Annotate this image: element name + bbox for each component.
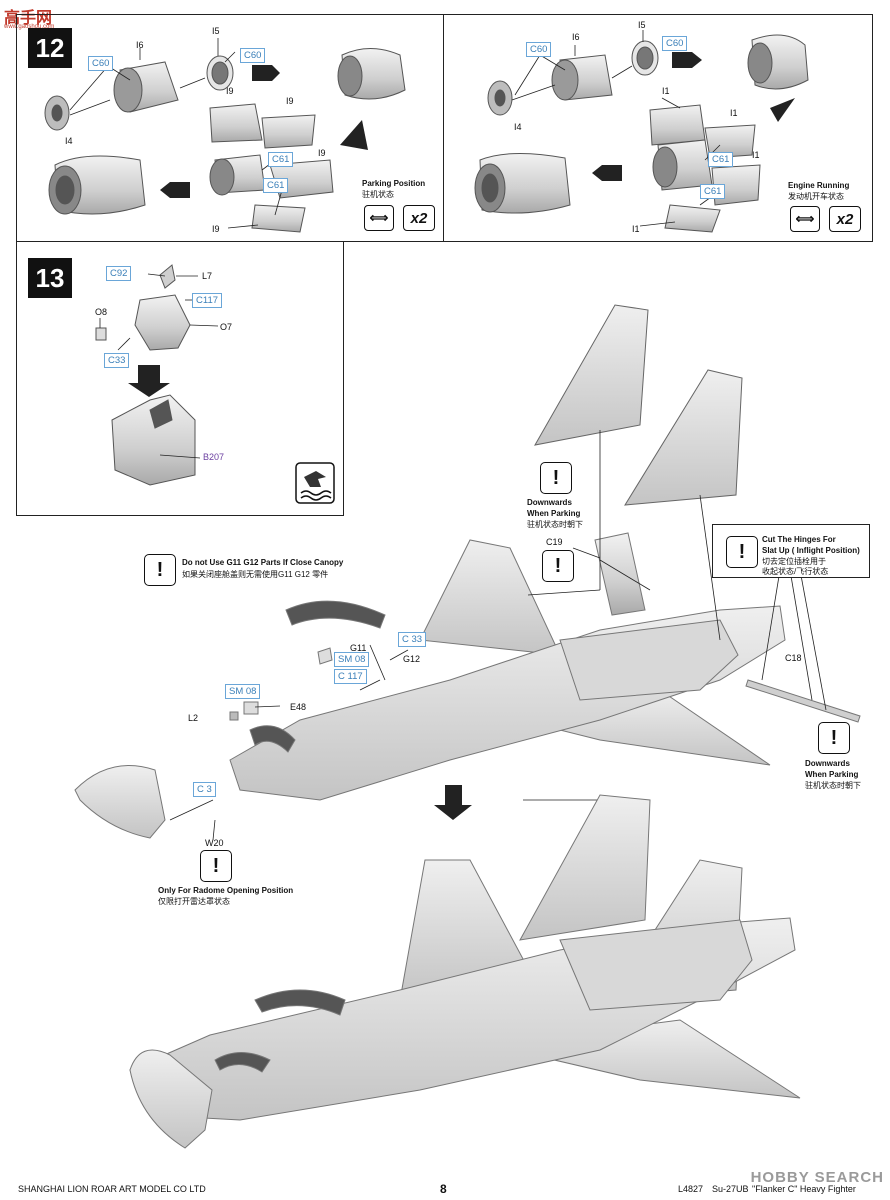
footer-page-number: 8 xyxy=(440,1182,447,1196)
callout-c60-b-left: C60 xyxy=(240,48,266,63)
part-label-i1-c-right: I1 xyxy=(752,150,760,160)
note-downwards-tail-1: Downwards xyxy=(527,498,572,507)
callout-c61-a-left: C61 xyxy=(268,152,294,167)
part-label-i5-right: I5 xyxy=(638,20,646,30)
part-label-i5-left: I5 xyxy=(212,26,220,36)
part-label-g11: G11 xyxy=(350,643,367,653)
warning-icon-tail: ! xyxy=(540,462,572,494)
part-label-o8: O8 xyxy=(95,307,108,317)
nozzle-parts-left xyxy=(44,48,406,233)
warning-icon-hinges: ! xyxy=(726,536,758,568)
aircraft-final xyxy=(129,794,801,1149)
arrows-step12-left xyxy=(160,65,368,198)
part-label-i9-a-left: I9 xyxy=(226,86,234,96)
warning-icon-c19: ! xyxy=(542,550,574,582)
part-label-l7: L7 xyxy=(202,271,213,281)
part-label-l2: L2 xyxy=(188,713,199,723)
part-label-i6-right: I6 xyxy=(572,32,580,42)
callout-c117-main: C 117 xyxy=(334,669,367,684)
note-downwards-slat-1: Downwards xyxy=(805,759,850,768)
footer-kit-number: L4827 xyxy=(678,1184,704,1194)
hobby-search-watermark: HOBBY SEARCH xyxy=(750,1169,884,1186)
part-label-i9-c-left: I9 xyxy=(318,148,326,158)
callout-sm08-a: SM 08 xyxy=(334,652,370,667)
note-radome-cn: 仅限打开雷达罩状态 xyxy=(158,897,230,906)
ship-icon xyxy=(295,462,335,504)
part-label-b207: B207 xyxy=(203,452,225,462)
main-leader-lines xyxy=(169,430,827,841)
note-canopy-cn: 如果关闭座舱盖则无需使用G11 G12 零件 xyxy=(182,570,329,579)
note-radome: Only For Radome Opening Position xyxy=(158,886,294,895)
warning-icon-radome: ! xyxy=(200,850,232,882)
callout-c61-b-right: C61 xyxy=(700,184,726,199)
part-label-i1-b-right: I1 xyxy=(730,108,738,118)
part-label-i9-d-left: I9 xyxy=(212,224,220,234)
tail-fin-right xyxy=(624,369,743,506)
step13-panel xyxy=(16,241,344,516)
part-label-g12: G12 xyxy=(403,654,421,664)
callout-c60-b-right: C60 xyxy=(662,36,688,51)
part-label-i4-right: I4 xyxy=(514,122,522,132)
aircraft-exploded xyxy=(74,532,861,839)
step12-right-panel xyxy=(443,14,873,242)
callout-c92: C92 xyxy=(106,266,132,281)
part-label-e48: E48 xyxy=(290,702,307,712)
note-hinges-2: Slat Up ( Inflight Position) xyxy=(762,546,860,555)
part-label-c19: C19 xyxy=(546,537,563,547)
part-label-i4-left: I4 xyxy=(65,136,73,146)
callout-c60-a-right: C60 xyxy=(526,42,552,57)
position-label-left: Parking Position xyxy=(362,179,426,188)
site-url: www.gaoshou.com xyxy=(4,24,55,30)
part-label-o7: O7 xyxy=(220,322,233,332)
position-label-cn-right: 发动机开车状态 xyxy=(788,192,844,201)
part-label-i1-a-right: I1 xyxy=(662,86,670,96)
multiplier-left: x2 xyxy=(403,205,435,231)
main-down-arrow xyxy=(434,785,472,820)
footer-model: Su-27UB xyxy=(712,1184,749,1194)
step12-number: 12 xyxy=(28,28,72,68)
part-label-i6-left: I6 xyxy=(136,40,144,50)
note-hinges-cn-2: 收起状态/飞行状态 xyxy=(762,567,829,576)
position-label-right: Engine Running xyxy=(788,181,850,190)
callout-c117-step13: C117 xyxy=(192,293,223,308)
multiplier-right: x2 xyxy=(829,206,861,232)
note-canopy: Do not Use G11 G12 Parts If Close Canopy xyxy=(182,558,344,567)
warning-icon-canopy: ! xyxy=(144,554,176,586)
double-arrow-icon-left: ⟺ xyxy=(364,205,394,231)
step13-number: 13 xyxy=(28,258,72,298)
nozzle-parts-right xyxy=(474,34,809,233)
callout-c61-b-left: C61 xyxy=(263,178,289,193)
note-hinges-1: Cut The Hinges For xyxy=(762,535,836,544)
step13-down-arrow xyxy=(128,365,170,397)
position-label-cn-left: 驻机状态 xyxy=(362,190,394,199)
note-downwards-slat-2: When Parking xyxy=(805,770,859,779)
part-label-c18: C18 xyxy=(785,653,802,663)
seat-assembly xyxy=(95,264,196,486)
callout-c33-step13: C33 xyxy=(104,353,130,368)
tail-fin-left xyxy=(534,304,649,446)
callout-c60-a-left: C60 xyxy=(88,56,114,71)
note-downwards-tail-cn: 驻机状态时朝下 xyxy=(527,520,583,529)
footer-company: SHANGHAI LION ROAR ART MODEL CO LTD xyxy=(18,1184,206,1194)
part-label-w20: W20 xyxy=(205,838,224,848)
part-label-i1-d-right: I1 xyxy=(632,224,640,234)
arrows-step12-right xyxy=(592,52,795,181)
note-downwards-slat-cn: 驻机状态时朝下 xyxy=(805,781,861,790)
double-arrow-icon-right: ⟺ xyxy=(790,206,820,232)
callout-c33-main: C 33 xyxy=(398,632,427,647)
note-hinges-cn-1: 切去定位插栓用于 xyxy=(762,557,826,566)
callout-c61-a-right: C61 xyxy=(708,152,734,167)
note-downwards-tail-2: When Parking xyxy=(527,509,581,518)
footer-subtitle: "Flanker C" Heavy Fighter xyxy=(752,1184,856,1194)
callout-c3: C 3 xyxy=(193,782,216,797)
warning-icon-slat: ! xyxy=(818,722,850,754)
part-label-i9-b-left: I9 xyxy=(286,96,294,106)
callout-sm08-b: SM 08 xyxy=(225,684,261,699)
